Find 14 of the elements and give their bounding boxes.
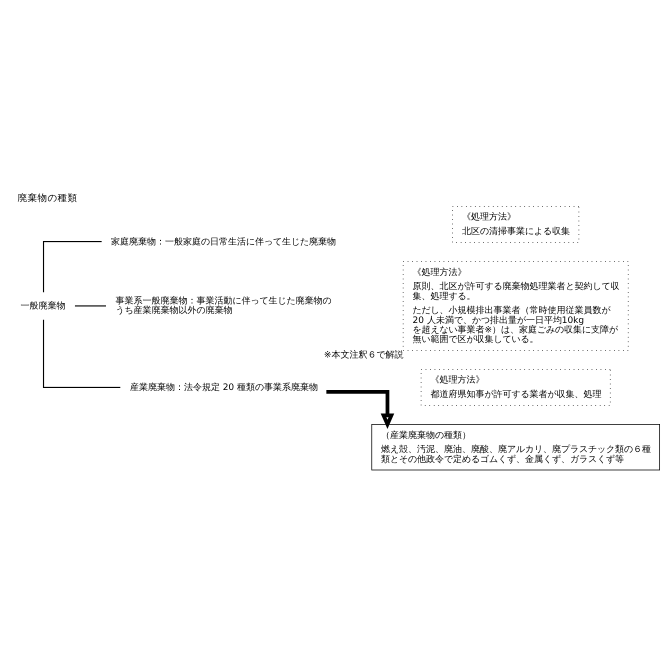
node-box: （産業廃棄物の種類） 燃え殻、汚泥、廃油、廃酸、廃アルカリ、廃プラスチック類の６種類とその他政令で定めるゴムくず、金属くず、ガラスくず等 <box>371 424 660 470</box>
connector <box>42 241 102 292</box>
node-label: ※本文注釈６で解説 <box>324 350 404 361</box>
connector <box>42 320 120 388</box>
node-text: 一般廃棄物 <box>20 302 66 312</box>
node-text: 産業廃棄物：法令規定 20 種類の事業系廃棄物 <box>130 383 318 394</box>
node-text: 家庭廃棄物：一般家庭の日常生活に伴って生じた廃棄物 <box>111 237 336 248</box>
connector <box>74 305 106 306</box>
node-text: 事業系一般廃棄物：事業活動に伴って生じた廃棄物のうち産業廃棄物以外の廃棄物 <box>116 296 332 316</box>
node-box: 《処理方法》 原則、北区が許可する廃棄物処理業者と契約して収集、処理する。 ただし、小規模排出事業者（常時使用従業員数が 20 人未満で、かつ排出量が一日平均10kg を超えない事業者※）は、家庭ごみの収集に支障が無い範囲で区が収集している。 <box>402 261 629 351</box>
arrow <box>326 390 394 430</box>
node-box: 《処理方法》 北区の清掃事業による収集 <box>452 206 580 243</box>
diagram-title: 廃棄物の種類 <box>17 192 78 204</box>
node-box: 《処理方法》 都道府県知事が許可する業者が収集、処理 <box>420 369 611 406</box>
